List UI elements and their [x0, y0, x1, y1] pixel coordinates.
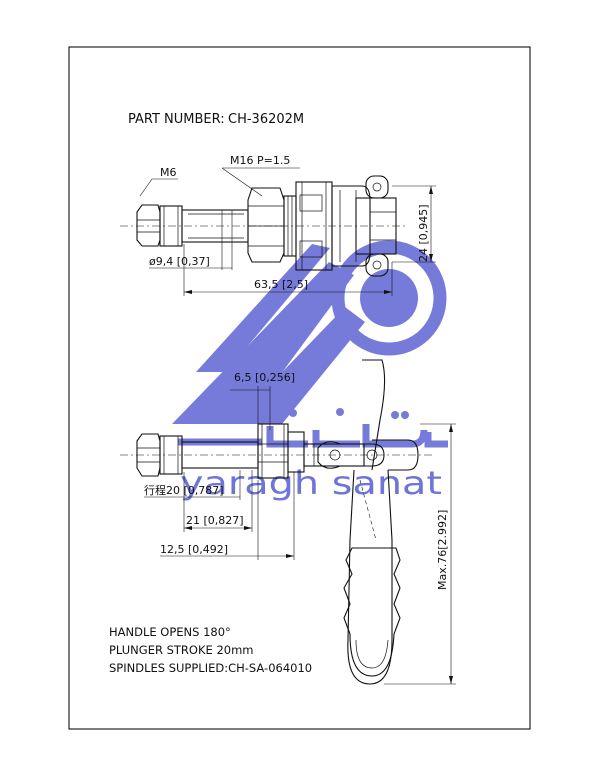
thread-m6-label: M6: [160, 166, 177, 179]
top-view-drawing: [120, 175, 408, 277]
height-dim: 24 [0,945]: [417, 204, 430, 262]
dim-21: 21 [0,827]: [186, 514, 244, 527]
diameter-dim: ø9,4 [0,37]: [149, 255, 210, 268]
part-number-value: CH-36202M: [228, 112, 304, 127]
note-handle: HANDLE OPENS 180°: [109, 625, 231, 639]
dim-6-5: 6,5 [0,256]: [234, 371, 295, 384]
note-stroke: PLUNGER STROKE 20mm: [109, 643, 253, 657]
side-view-drawing: [120, 359, 432, 685]
length-dim: 63,5 [2,5]: [254, 278, 308, 291]
notes-block: HANDLE OPENS 180° PLUNGER STROKE 20mm SP…: [109, 625, 312, 675]
drawing-frame: [68, 46, 531, 730]
part-number-label: PART NUMBER:: [128, 112, 225, 127]
dim-max-76: Max.76[2.992]: [436, 510, 449, 590]
top-view-dimensions: M6 M16 P=1.5 ø9,4 [0,37] 63,5 [2,5] 24 […: [139, 154, 436, 296]
side-view-dimensions: 6,5 [0,256] 行程20 [0,787] 21 [0,827] 12,5…: [144, 371, 456, 685]
thread-m16-label: M16 P=1.5: [230, 154, 290, 167]
note-spindles: SPINDLES SUPPLIED:CH-SA-064010: [109, 661, 312, 675]
watermark-logo: [172, 240, 448, 448]
dim-12-5: 12,5 [0,492]: [160, 543, 228, 556]
